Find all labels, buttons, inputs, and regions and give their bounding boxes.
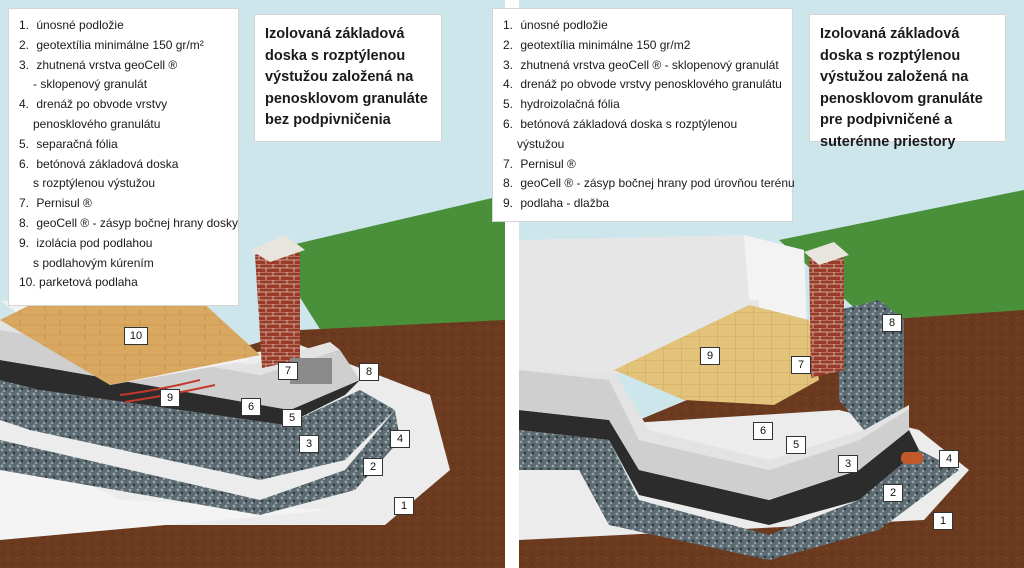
legend-item: 8. geoCell ® - zásyp bočnej hrany pod úr… (503, 176, 795, 191)
gravel-layer (0, 375, 395, 480)
grass (270, 195, 505, 345)
brick-wall-top (804, 242, 849, 265)
gravel-layer (519, 430, 959, 560)
legend-item: 1. únosné podložie (503, 18, 608, 32)
title-right: Izolovaná základová doska s rozptýlenou … (809, 14, 1006, 150)
panel-left: 1. únosné podložie 2. geotextília minimá… (0, 0, 505, 568)
callout-3: 3 (299, 435, 319, 453)
legend-item: 9. podlaha - dlažba (503, 196, 610, 211)
legend-item: 5. hydroizolačná fólia (503, 97, 620, 112)
callout-9: 9 (160, 389, 180, 407)
waterproof-foil (519, 410, 919, 525)
callout-7: 7 (791, 356, 811, 374)
legend-item: 2. geotextília minimálne 150 gr/m2 (503, 37, 691, 52)
callout-4: 4 (939, 450, 959, 468)
legend-item: 4. drenáž po obvode vrstvy penosklového … (503, 77, 782, 92)
gravel-front (0, 410, 400, 515)
legend-item: 3. zhutnená vrstva geoCell ®- sklopenový… (19, 57, 178, 92)
title-left: Izolovaná základová doska s rozptýlenou … (254, 14, 442, 142)
concrete-slab-top (519, 360, 909, 470)
legend-left: 1. únosné podložie 2. geotextília minimá… (8, 8, 239, 306)
drain-pipe (901, 452, 923, 464)
legend-item: 6. betónová základová doska s rozptýleno… (503, 116, 738, 151)
legend-item: 1. únosné podložie (19, 18, 124, 32)
callout-1: 1 (394, 497, 414, 515)
callout-3: 3 (838, 455, 858, 473)
callout-6: 6 (241, 398, 261, 416)
callout-9: 9 (700, 347, 720, 365)
legend-item: 7. Pernisul ® (19, 196, 92, 211)
brick-wall (255, 240, 300, 368)
callout-2: 2 (883, 484, 903, 502)
geotextile-inner (0, 455, 330, 540)
brick-wall (809, 248, 844, 378)
legend-item: 8. geoCell ® - zásyp bočnej hrany dosky (19, 215, 238, 230)
callout-5: 5 (282, 409, 302, 427)
callout-10: 10 (124, 327, 148, 345)
callout-8: 8 (882, 314, 902, 332)
legend-item: 10. parketová podlaha (19, 275, 138, 290)
callout-7: 7 (278, 362, 298, 380)
callout-1: 1 (933, 512, 953, 530)
legend-item: 7. Pernisul ® (503, 156, 576, 171)
brick-wall-top (250, 235, 305, 262)
callout-8: 8 (359, 363, 379, 381)
callout-2: 2 (363, 458, 383, 476)
backfill-block (839, 300, 904, 430)
legend-item: 3. zhutnená vrstva geoCell ® - sklopenov… (503, 57, 779, 72)
callout-5: 5 (786, 436, 806, 454)
legend-item: 5. separačná fólia (19, 136, 118, 151)
callout-4: 4 (390, 430, 410, 448)
concrete-slab (519, 370, 909, 500)
legend-right-box: 1. únosné podložie 2. geotextília minimá… (492, 8, 795, 222)
legend-item: 2. geotextília minimálne 150 gr/m² (19, 37, 204, 52)
callout-6: 6 (753, 422, 773, 440)
